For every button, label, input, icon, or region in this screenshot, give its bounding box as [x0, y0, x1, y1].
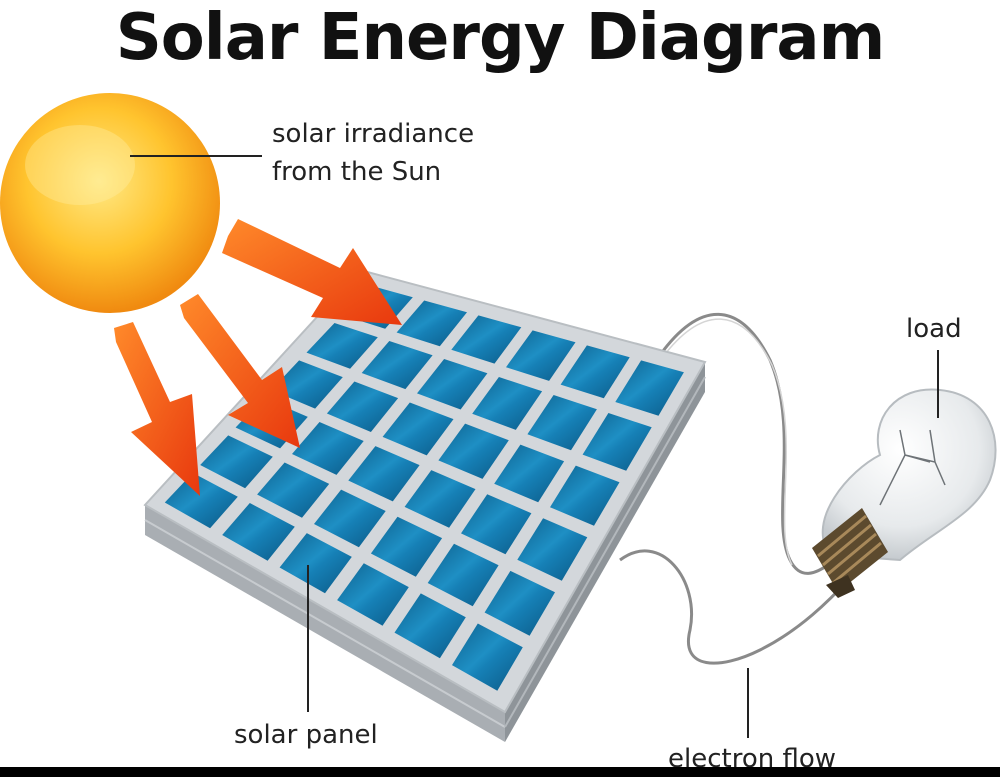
solar-cell: [396, 300, 467, 347]
irradiance-arrows: [114, 219, 402, 496]
solar-cell: [257, 462, 330, 518]
solar-cell: [461, 494, 532, 555]
solar-cell: [506, 330, 576, 381]
arrow-icon: [222, 219, 402, 325]
solar-cell: [382, 402, 454, 456]
solar-cell: [472, 377, 543, 430]
wire-bottom: [619, 549, 852, 665]
solar-cell: [361, 341, 433, 390]
solar-cell: [337, 563, 409, 626]
solar-cell: [404, 470, 476, 528]
solar-cell: [292, 422, 364, 475]
label-solar-irradiance: solar irradiance from the Sun: [272, 115, 474, 191]
solar-cell: [438, 423, 509, 479]
solar-cell: [370, 516, 443, 577]
label-solar-irradiance-line1: solar irradiance: [272, 119, 475, 149]
solar-cells: [164, 285, 684, 691]
solar-cell: [451, 315, 522, 364]
solar-cell: [427, 543, 499, 607]
solar-cell: [222, 503, 295, 561]
sun-icon: [0, 93, 220, 313]
label-load: load: [906, 314, 962, 344]
solar-cell: [271, 360, 343, 409]
solar-cell: [452, 623, 523, 691]
solar-cell: [200, 435, 273, 489]
solar-cell: [527, 395, 597, 451]
label-solar-panel: solar panel: [234, 720, 378, 750]
solar-cell: [560, 345, 630, 399]
diagram-title: Solar Energy Diagram: [115, 1, 886, 75]
light-bulb-icon: [812, 388, 997, 598]
solar-cell: [348, 446, 420, 502]
solar-cell: [417, 359, 488, 410]
bulb-base: [812, 508, 888, 598]
solar-cell: [582, 413, 652, 471]
wire-top: [658, 312, 833, 575]
solar-cell: [306, 323, 378, 369]
solar-cell: [517, 518, 588, 581]
solar-cell: [326, 381, 399, 432]
arrow-icon: [180, 294, 300, 448]
solar-cell: [314, 489, 386, 548]
solar-cell: [164, 472, 238, 529]
solar-cell: [394, 593, 466, 659]
solar-cell: [484, 570, 555, 636]
solar-cell: [279, 533, 352, 594]
solar-cell: [615, 360, 684, 416]
bottom-border: [0, 767, 1000, 777]
solar-cell: [550, 465, 620, 526]
label-solar-irradiance-line2: from the Sun: [272, 157, 442, 187]
solar-cell: [494, 444, 565, 503]
arrow-icon: [114, 322, 200, 496]
